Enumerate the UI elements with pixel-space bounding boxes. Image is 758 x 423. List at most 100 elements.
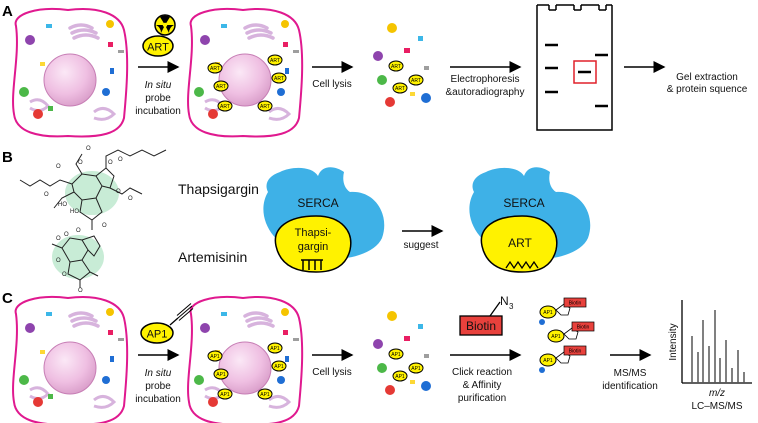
protein [283, 330, 288, 335]
lysate-protein [410, 92, 415, 96]
bound-probe-label: ART [216, 84, 226, 90]
lysate-protein [387, 311, 397, 321]
lysis-a-label: Cell lysis [312, 79, 351, 90]
protein [194, 375, 204, 385]
lysate-protein [418, 324, 423, 329]
spectrum-caption: LC–MS/MS [691, 401, 742, 412]
protein [200, 35, 210, 45]
svg-text:HO: HO [70, 209, 79, 215]
captured-protein-label: AP1 [551, 334, 561, 340]
mitochondrion [93, 395, 117, 409]
cell-c1 [12, 296, 129, 423]
art-probe-label: ART [147, 42, 169, 54]
biotin-tag-label: Biotin [569, 349, 582, 355]
lysate-bound-probe [388, 60, 404, 72]
ap1-probe: AP1 [140, 303, 194, 344]
protein [281, 20, 289, 28]
svg-text:O: O [108, 160, 113, 166]
bound-probe-label: AP1 [274, 364, 284, 370]
lysate-probe-label: AP1 [395, 374, 405, 380]
protein [293, 50, 299, 53]
svg-text:HO: HO [58, 202, 67, 208]
mitochondrion [268, 395, 292, 409]
protein [110, 68, 114, 74]
mitochondrion [93, 107, 117, 121]
nucleus [43, 53, 97, 107]
protein [208, 109, 218, 119]
lysate-protein [418, 36, 423, 41]
protein [48, 106, 53, 111]
lysate-probe-label: ART [411, 78, 421, 84]
svg-text:O: O [56, 236, 61, 242]
lysate-bound-probe [408, 362, 424, 374]
protein [208, 397, 218, 407]
protein [46, 312, 52, 316]
gel-highlight-box [573, 60, 597, 84]
bound-probe [217, 100, 233, 112]
lysis-c-label: Cell lysis [312, 367, 351, 378]
lysate-protein [421, 93, 431, 103]
bead [539, 367, 545, 373]
azide-subscript: 3 [509, 302, 514, 311]
click-line1: Click reaction [452, 367, 512, 378]
protein [285, 68, 289, 74]
svg-text:O: O [116, 189, 121, 195]
golgi [72, 321, 100, 328]
panel-label-c: C [2, 290, 13, 307]
artemisinin-structure: OOO OO [51, 232, 104, 294]
protein [110, 356, 114, 362]
protein [46, 24, 52, 28]
svg-text:O: O [78, 288, 83, 294]
golgi [243, 311, 269, 318]
protein [221, 24, 227, 28]
bound-probe-label: ART [220, 104, 230, 110]
art-radio-probe: ART [142, 14, 176, 57]
protein [33, 109, 43, 119]
protein [102, 376, 110, 384]
lysate-protein [385, 97, 395, 107]
lysate-protein [421, 381, 431, 391]
golgi [245, 316, 273, 323]
golgi [68, 311, 94, 318]
protein [40, 62, 45, 66]
compound-thapsigargin: Thapsigargin [178, 181, 259, 197]
golgi [247, 33, 275, 40]
golgi [68, 23, 94, 30]
incubation-a-line2: probe [145, 93, 171, 104]
cell-a1 [12, 8, 129, 138]
svg-text:O: O [56, 164, 61, 170]
protein [281, 308, 289, 316]
protein [293, 338, 299, 341]
lysate-bound-probe [408, 74, 424, 86]
spectrum-peaks [691, 310, 745, 383]
spectrum-xlabel: m/z [709, 388, 725, 399]
triazole-linker [555, 303, 571, 316]
protein [277, 376, 285, 384]
captured-protein-label: AP1 [543, 358, 553, 364]
incubation-c-line1: In situ [145, 368, 172, 379]
protein [25, 323, 35, 333]
nucleus [43, 341, 97, 395]
protein [221, 312, 227, 316]
click-line3: purification [458, 393, 506, 404]
lysate-protein [377, 75, 387, 85]
incubation-c-line3: incubation [135, 394, 181, 405]
protein [102, 88, 110, 96]
nucleus [218, 53, 272, 107]
incubation-c-line2: probe [145, 381, 171, 392]
protein [40, 350, 45, 354]
lysate-protein [373, 51, 383, 61]
golgi [70, 28, 98, 35]
lysate-protein [424, 66, 429, 70]
lysate-probe-label: ART [395, 86, 405, 92]
art-probe-body [142, 35, 174, 57]
inhibitor1-line1: Thapsi- [295, 227, 332, 239]
lysate-protein [424, 354, 429, 358]
bound-probe [213, 368, 229, 380]
svg-text:O: O [76, 228, 81, 234]
biotin-tag [563, 345, 587, 356]
bound-probe [213, 80, 229, 92]
